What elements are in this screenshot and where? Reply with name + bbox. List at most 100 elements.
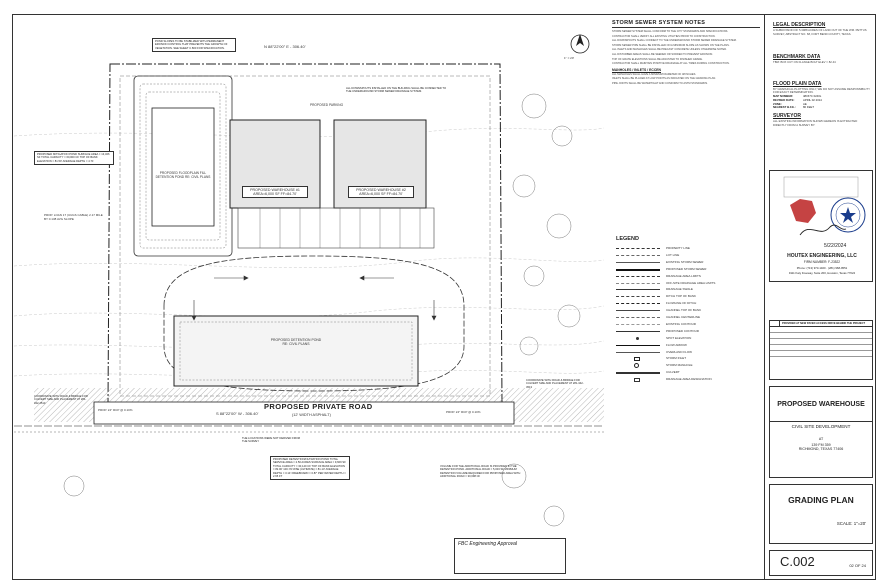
legend-label: EXISTING STORM SEWER: [666, 259, 704, 264]
legend-symbol-icon: [616, 310, 660, 312]
north-arrow-icon: [570, 34, 590, 54]
sheet-title-box: GRADING PLAN SCALE: 1"=20': [769, 484, 873, 544]
legal-text: A SUBDIVISION OF 5.3988 ACRES OF LAND OU…: [773, 28, 867, 36]
flood-data-key: REVISED DATE:: [773, 97, 795, 102]
legend-label: STORM MANHOLE: [666, 363, 693, 368]
legend-symbol-icon: [616, 261, 660, 264]
legend-symbol-icon: [616, 268, 660, 271]
flood-data-row: REVISED DATE: APRIL 02 2014: [773, 97, 873, 103]
project-subtitle: CIVIL SITE DEVELOPMENT: [770, 421, 872, 429]
storm-subnote: PIPE JOINTS SHALL BE WATERTIGHT AND CONF…: [612, 81, 708, 85]
legend-label: CHANNEL TOP OF BANK: [666, 308, 702, 313]
legend-label: DITCH TOP OF BANK: [666, 294, 697, 299]
coordinate-note-right: COORDINATE WITH ROAD & BRIDGE FOR CULVER…: [526, 379, 584, 389]
storm-note: STORM SEWER SYSTEM SHALL CONFORM TO THE …: [612, 30, 729, 33]
legal-title: LEGAL DESCRIPTION: [773, 22, 826, 28]
storm-note: ALL INLETS AND MANHOLES SHALL BE PRECAST…: [612, 48, 727, 52]
legend-symbol-icon: [616, 323, 660, 326]
firm-address: 9111 Katy Freeway, Suite 200, Houston, T…: [788, 271, 856, 275]
fbc-approval-box: FBC Engineering Approval: [454, 538, 566, 574]
setback-note: PROP. LOAN 17 (UUGS CABLE) 2.17 MILE BY …: [44, 213, 103, 221]
storm-note: ALL DOWNSPOUTS SHALL CONNECT TO THE UNDE…: [612, 39, 737, 43]
legend-item: CULVERT: [616, 370, 756, 376]
project-title: PROPOSED WAREHOUSE: [777, 401, 865, 408]
legend-item: SPOT ELEVATION: [616, 336, 756, 342]
legend-item: OVERLAND FLOW: [616, 350, 756, 356]
flood-data-key: MAP NUMBER:: [773, 93, 794, 98]
legend-item: DRAINAGE AREA LIMITS: [616, 274, 756, 280]
legend-item: CHANNEL CENTERLINE: [616, 315, 756, 321]
sheet-of: 02 OF 24: [849, 563, 866, 568]
flood-data-list: MAP NUMBER: 48157C 0240L REVISED DATE: APRI…: [769, 93, 873, 110]
storm-subnotes-list: ALL MANHOLES SHALL HAVE A MINIMUM DIAMET…: [612, 73, 760, 86]
legend-label: PROPOSED STORM SEWER: [666, 266, 707, 271]
sheet-number-box: C.002 02 OF 24: [769, 550, 873, 576]
legend-symbol-icon: [616, 289, 660, 291]
flood-text: BY GRAPHICAL PLOTTING ONLY, WE DO NOT AS…: [773, 86, 870, 95]
bearing-top: N 88°22'00" E - 306.40': [264, 44, 306, 49]
legend-title: LEGEND: [616, 236, 639, 242]
legend-symbol-icon: [616, 248, 660, 250]
mitigation-pond-note: PROPOSED MITIGATION POND SURFACE AREA = …: [34, 151, 114, 166]
project-address-line2: RICHMOND, TEXAS 77406: [798, 447, 844, 451]
flood-data-value: AE: [803, 101, 807, 106]
legend-label: FLOWLINE OF DITCH: [666, 301, 697, 306]
firm-number: FIRM NUMBER: F-23522: [803, 260, 841, 264]
warehouse-1-label: PROPOSED WAREHOUSE #1 AREA=6,000 SF FF=8…: [242, 186, 308, 198]
firm-name: HOUTEX ENGINEERING, LLC: [787, 253, 857, 259]
storm-note: TOP OF GRATE ELEVATIONS SHALL BE ADJUSTE…: [612, 57, 703, 61]
site-plan-svg: [14, 34, 604, 527]
flood-title: FLOOD PLAIN DATA: [773, 80, 822, 87]
legend-label: CHANNEL CENTERLINE: [666, 315, 701, 319]
seal-date: 5/22/2024: [824, 243, 847, 249]
legend-label: STORM INLET: [666, 356, 687, 361]
firm-phone: Phone: (713) 973-1400 · (281) 968-9551: [796, 266, 848, 270]
legal-benchmark-section: LEGAL DESCRIPTION A SUBDIVISION OF 5.398…: [769, 20, 873, 156]
bearing-bottom: S 88°22'00" W - 306.40': [216, 411, 259, 416]
private-road-label: PROPOSED PRIVATE ROAD: [264, 402, 373, 411]
legend-item: LOT LINE: [616, 253, 756, 259]
coordinate-note-left: COORDINATE WITH ROAD & BRIDGE FOR CULVER…: [34, 395, 88, 405]
sheet-number: C.002: [780, 554, 815, 569]
revision-row: PROVIDED AT NEW PAVED ACCESS DRIVE BEHIN…: [770, 321, 872, 327]
floodplain-pond-label: PROPOSED FLOODPLAIN FILL DETENTION POND …: [155, 171, 211, 179]
legend-item: PROPOSED STORM SEWER: [616, 267, 756, 273]
benchmark-text: TBM: BOX CUT ON FLANGE BOLT ELEV = 82.44: [773, 60, 836, 65]
downspout-note: ALL DOWNSPOUTS INSTALLED ON THE BUILDING…: [346, 87, 447, 94]
legend-label: OFF-SITE DRAINAGE AREA LIMITS: [666, 280, 716, 285]
flood-data-value: 48157C 0240L: [803, 93, 822, 98]
legend-item: OFF-SITE DRAINAGE AREA LIMITS: [616, 281, 756, 287]
storm-notes-list: STORM SEWER SYSTEM SHALL CONFORM TO THE …: [612, 30, 760, 66]
culvert-left-label: PROP. 24" RCP @ 0.10%: [98, 408, 133, 412]
legend-label: DRAINAGE AREA LIMITS: [666, 273, 701, 278]
legend-label: PROPERTY LINE: [666, 246, 690, 250]
legend-item: DRAINAGE SWALE: [616, 287, 756, 293]
warehouse-2-label: PROPOSED WAREHOUSE #2 AREA=6,000 SF FF=8…: [348, 186, 414, 198]
legend-item: FLOWLINE OF DITCH: [616, 301, 756, 307]
flood-data-key: NEAREST B.F.E.:: [773, 105, 796, 110]
location-note: THE LOCATIONS WERE NOT DERIVED FROM THE …: [242, 437, 300, 444]
legend-item: STORM MANHOLE: [616, 363, 756, 369]
legend-item: DITCH TOP OF BANK: [616, 294, 756, 300]
legend-label: SPOT ELEVATION: [666, 335, 692, 340]
storm-note: ALL DISTURBED AREAS SHALL BE SEEDED OR S…: [612, 52, 713, 56]
legend-symbol-icon: [616, 254, 660, 257]
flood-data-value: APRIL 02 2014: [803, 97, 822, 102]
pond-slope-note: POND SLOPES TO BE STABILIZED WITH PERMAN…: [152, 38, 236, 53]
project-address-line1: 139 FM 359: [811, 443, 831, 447]
flood-data-row: ZONE:AE: [773, 101, 873, 107]
legend-item: FLOW ARROW: [616, 343, 756, 349]
legend-symbol-icon: [634, 363, 639, 369]
legend-label: LOT LINE: [666, 252, 680, 257]
benchmark-title: BENCHMARK DATA: [773, 54, 821, 61]
legend-item: EXISTING STORM SEWER: [616, 260, 756, 266]
legend-symbol-icon: [634, 356, 640, 361]
storm-note: STORM SEWER PIPE SHALL BE INSTALLED ON A…: [612, 43, 730, 47]
legend-symbol-icon: [616, 372, 660, 375]
legend-item: DRAINAGE AREA DESIGNATION: [616, 377, 756, 383]
road-width-label: (12' WIDTH ASPHALT): [292, 413, 331, 417]
sheet-border: [12, 14, 876, 580]
storm-notes-title: STORM SEWER SYSTEM NOTES: [612, 20, 760, 28]
detention-pond-note: PROPOSED DETENTION/FILTRATION POND TOTAL…: [270, 456, 350, 481]
